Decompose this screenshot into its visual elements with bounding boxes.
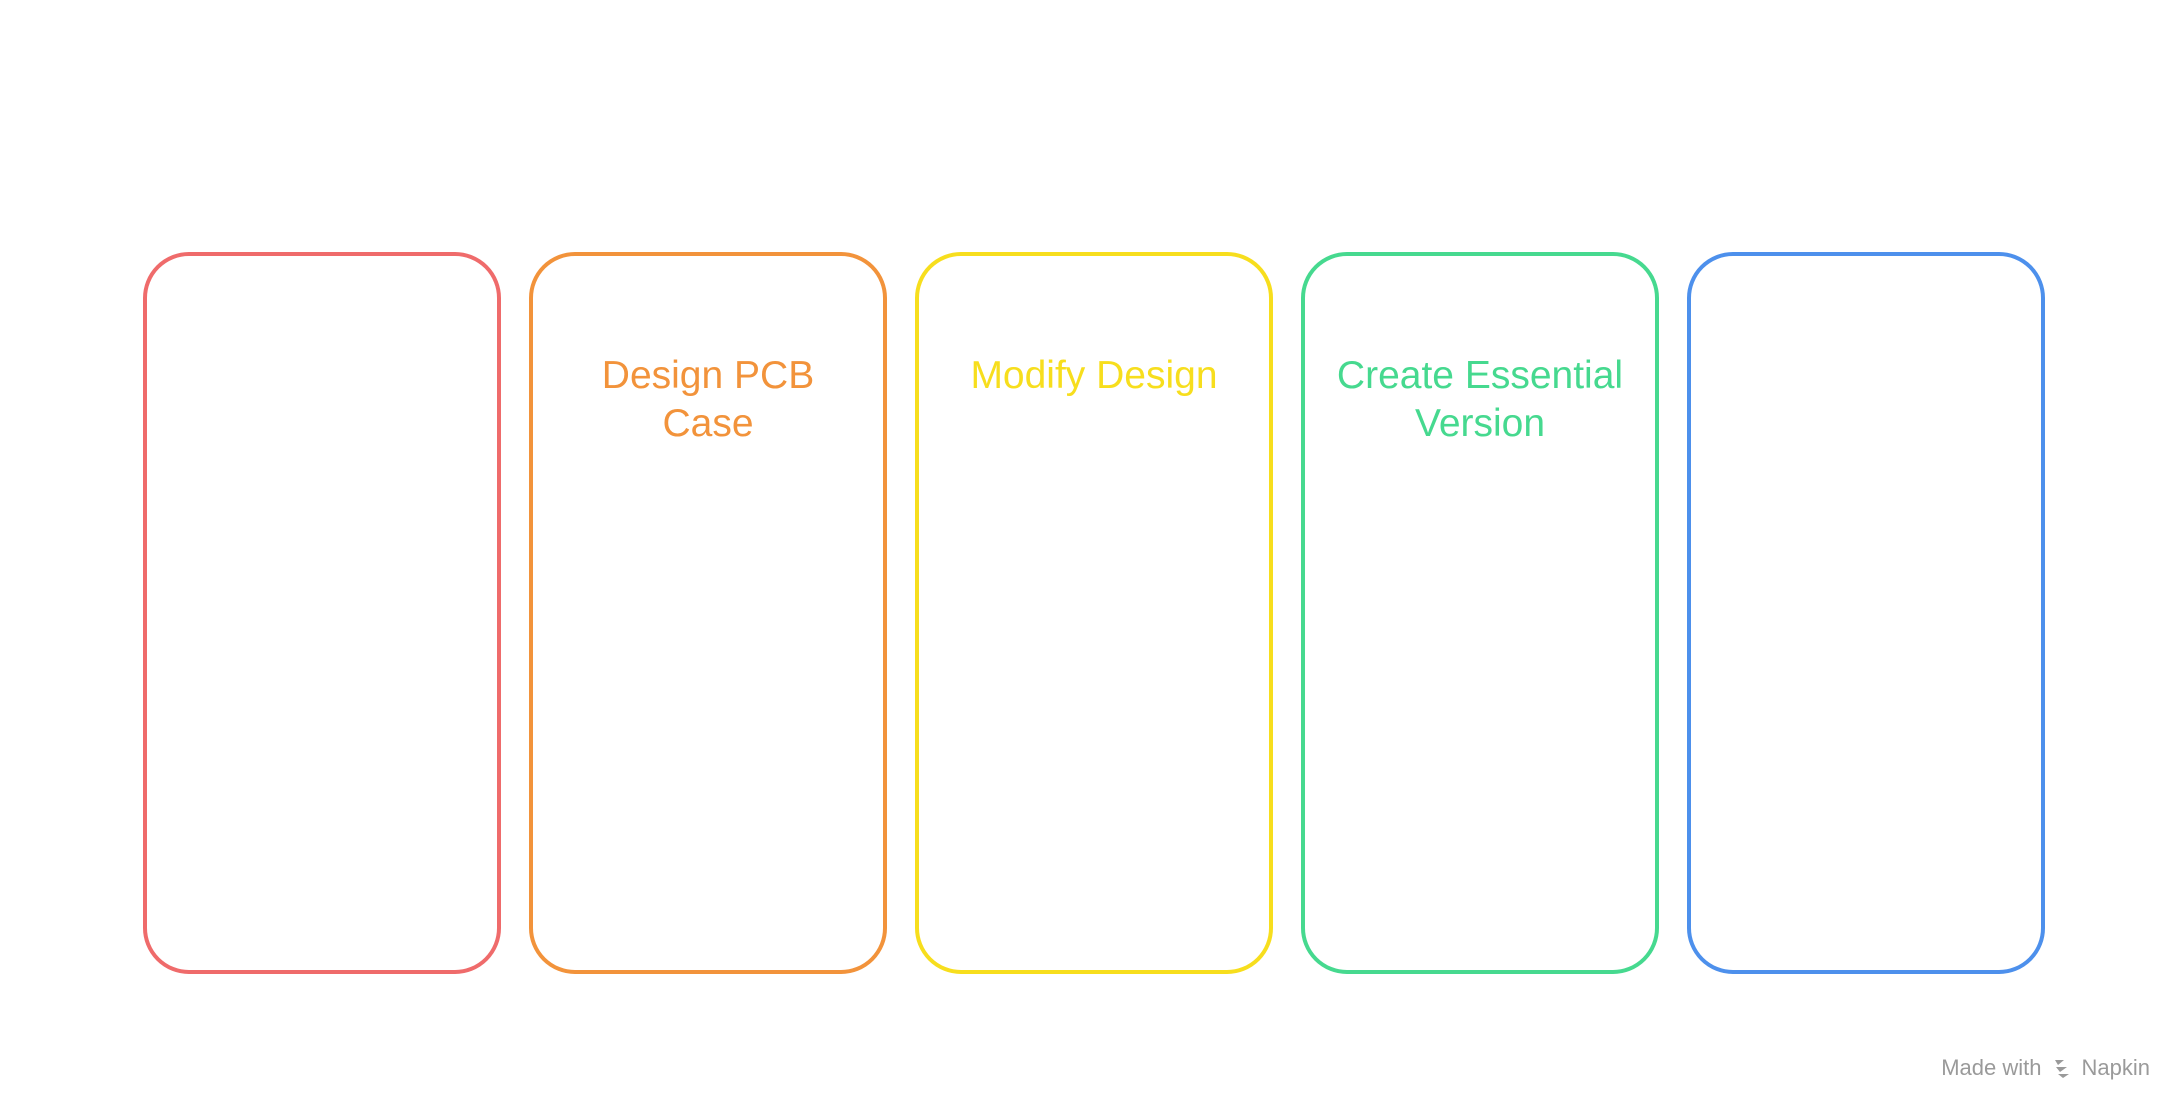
connector-4-5-lower — [1661, 846, 1687, 890]
connector-1-2-lower — [503, 806, 529, 850]
connector-4-5-upper — [1661, 706, 1687, 750]
made-with-label: Made with — [1941, 1055, 2042, 1080]
step-card-2: Design PCB Case — [529, 252, 887, 974]
connector-1-2-upper — [503, 736, 529, 780]
napkin-brand-label: Napkin — [2081, 1055, 2150, 1080]
step-title-3: Modify Design — [970, 354, 1218, 397]
napkin-logo-icon — [2054, 1060, 2069, 1078]
step-card-3: Modify Design — [915, 252, 1273, 974]
step-title-2: Design PCB Case — [601, 354, 815, 445]
step-card-4: Create Essential Version — [1301, 252, 1659, 974]
step-card-5 — [1687, 252, 2045, 974]
step-card-1 — [143, 252, 501, 974]
step-title-4: Create Essential Version — [1336, 354, 1624, 445]
made-with-napkin-watermark: Made with Napkin — [1941, 1055, 2150, 1081]
